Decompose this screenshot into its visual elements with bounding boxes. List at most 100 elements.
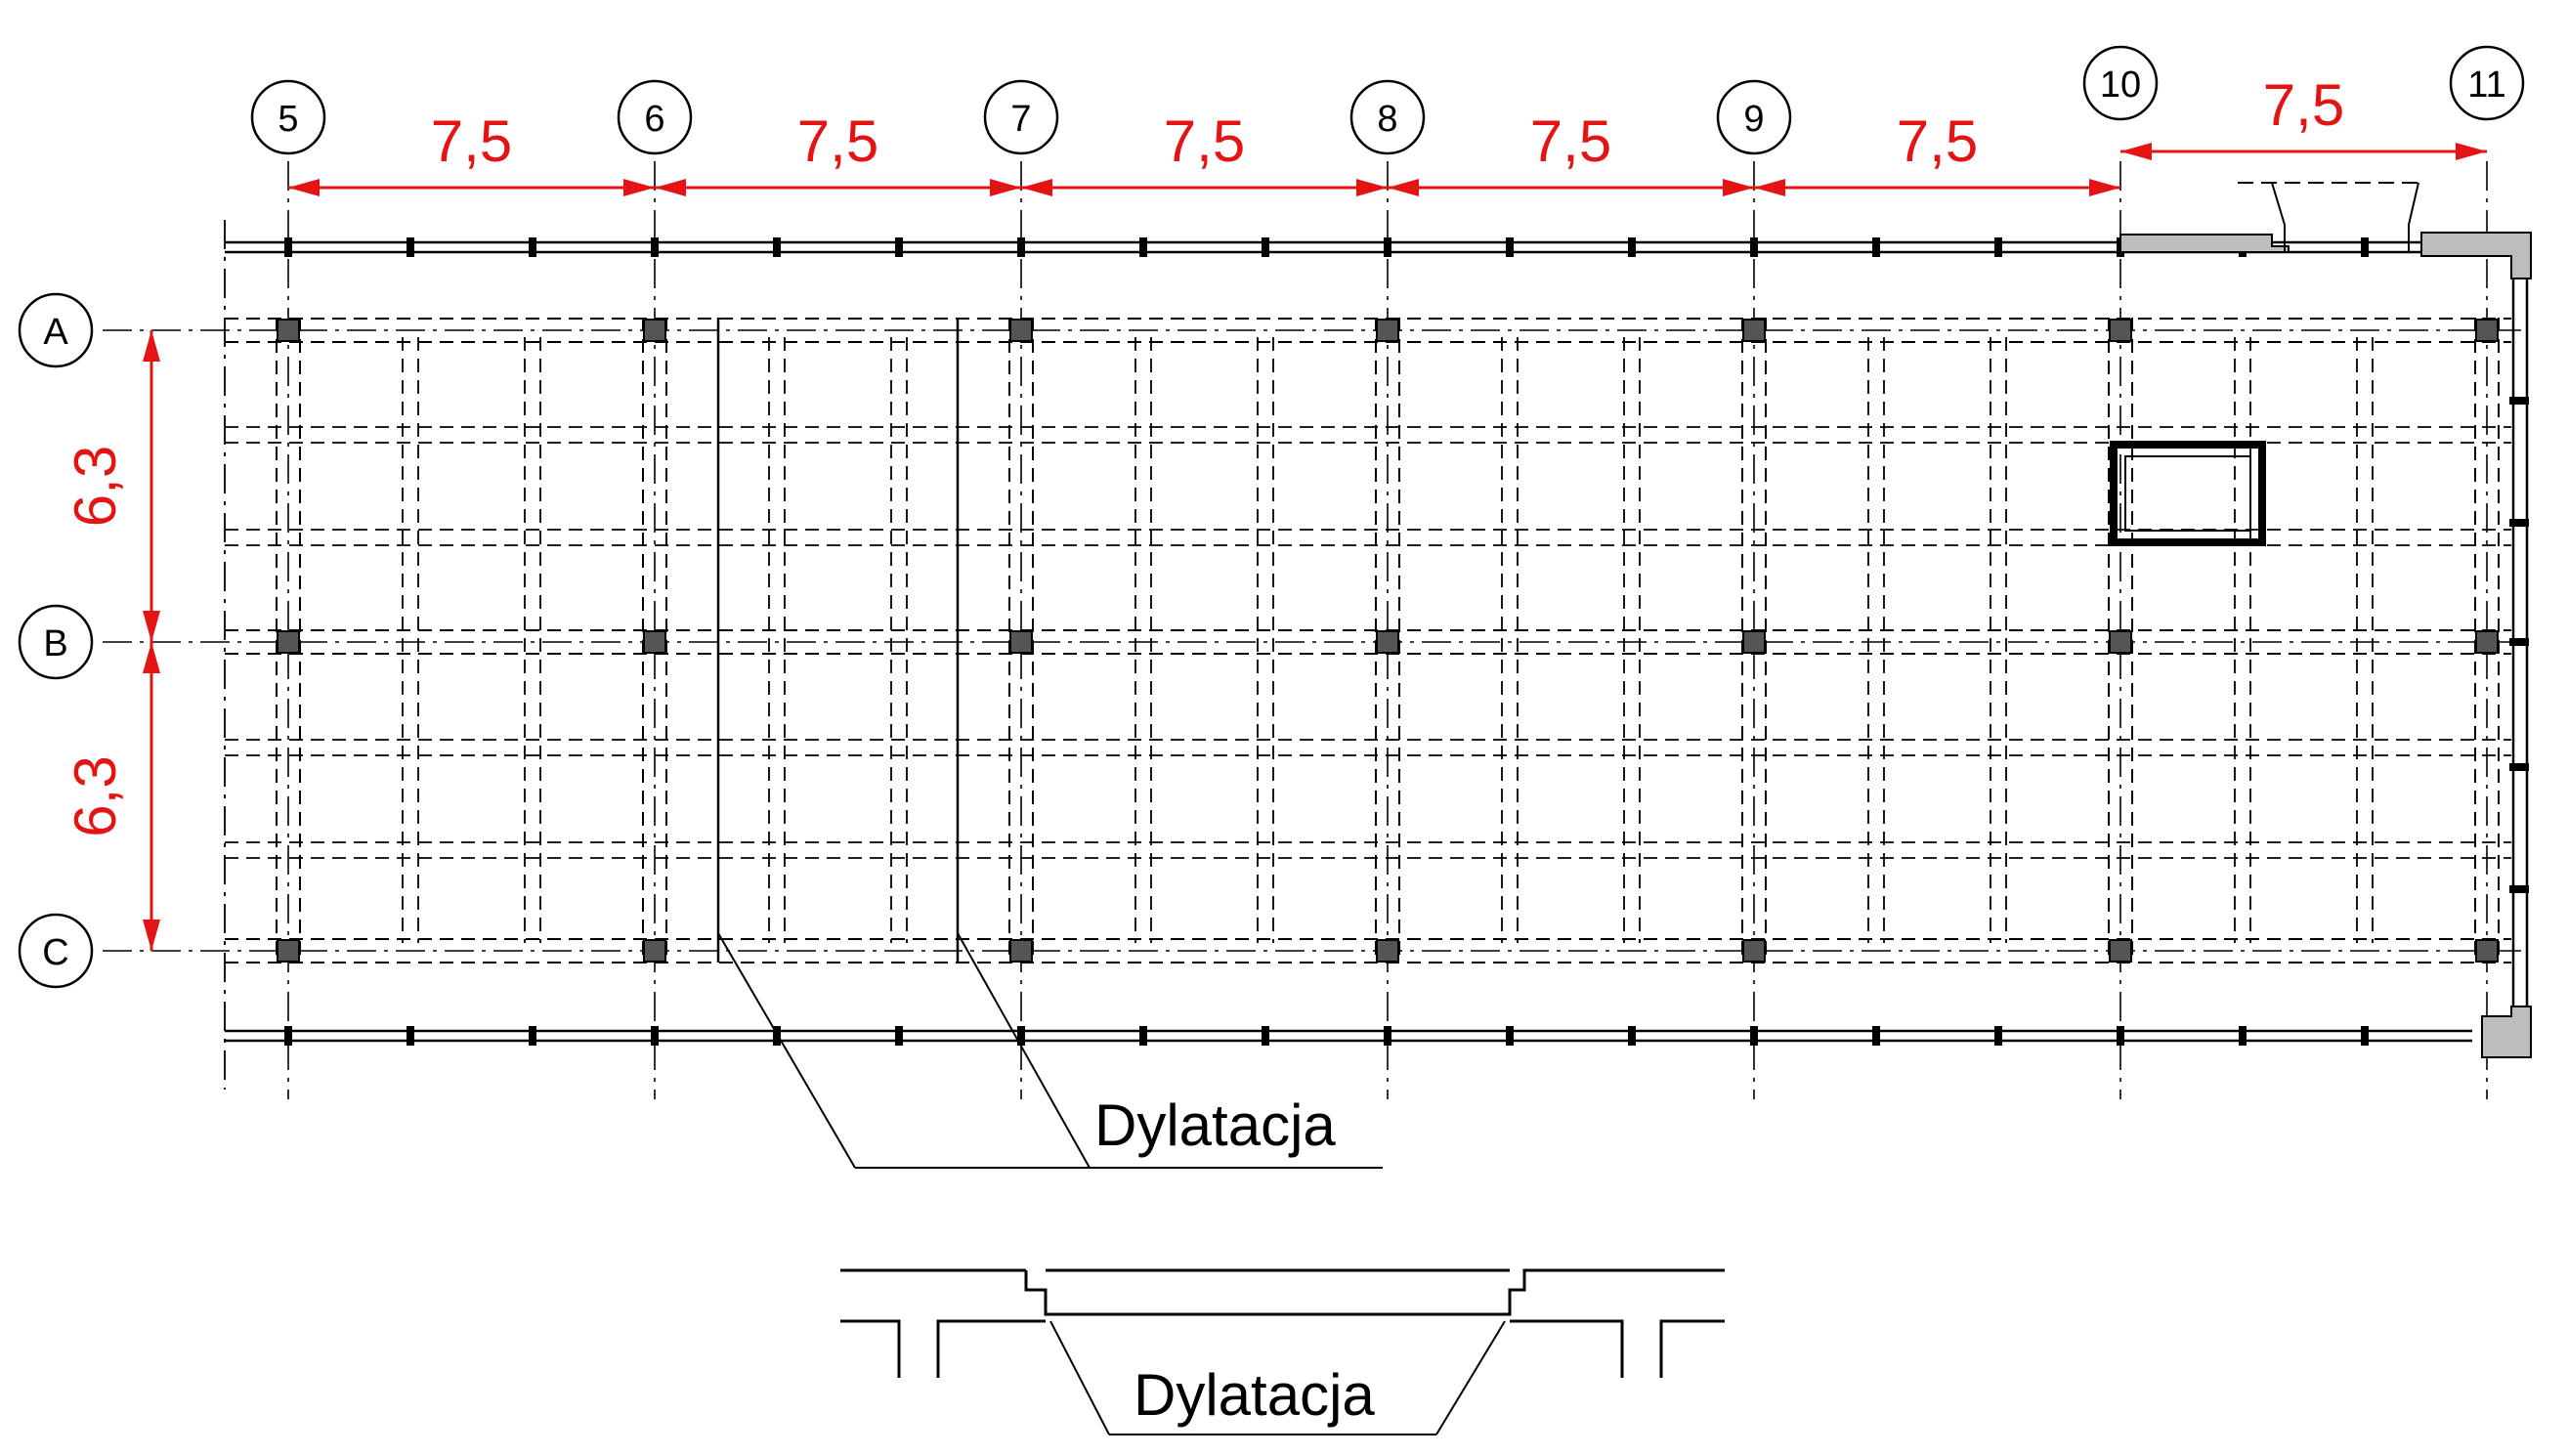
wall-pilaster — [529, 237, 536, 257]
column-7C — [1009, 939, 1033, 963]
bay-span-label: 7,5 — [1897, 108, 1978, 174]
row-span-label: 6,3 — [63, 755, 128, 836]
axis-label-col-8: 8 — [1377, 99, 1397, 140]
secondary-beams — [225, 318, 2511, 964]
column-8B — [1376, 630, 1399, 654]
wall-pilaster — [651, 237, 659, 257]
column-9B — [1742, 630, 1766, 654]
wall-pilaster — [1139, 1026, 1147, 1046]
wall-pilaster — [2361, 237, 2369, 257]
wall-pilaster — [407, 1026, 414, 1046]
building-outline — [224, 182, 2532, 1090]
dimension-arrow — [143, 920, 160, 951]
wall-pilaster — [2509, 885, 2529, 893]
dimension-arrow — [2456, 143, 2487, 160]
plan-joint-leader — [717, 932, 1383, 1169]
column-8C — [1376, 939, 1399, 963]
bay-span-label: 7,5 — [431, 108, 512, 174]
column-10C — [2109, 939, 2132, 963]
joint-detail — [840, 1268, 1725, 1435]
axis-bubble-col-11 — [2449, 45, 2525, 121]
column-9C — [1742, 939, 1766, 963]
wall-pilaster — [1139, 237, 1147, 257]
wall-pilaster — [2361, 1026, 2369, 1046]
wall-pilaster — [1750, 1026, 1758, 1046]
shaft-wall — [2110, 441, 2266, 546]
bay-span-label: 7,5 — [1530, 108, 1611, 174]
axis-label-row-A: A — [43, 312, 68, 353]
column-6B — [643, 630, 666, 654]
dimension-arrow — [655, 179, 686, 196]
wall-pilaster — [284, 237, 292, 257]
dimension-arrow — [288, 179, 320, 196]
wall-pilaster — [1262, 237, 1269, 257]
wall-pilaster — [1872, 1026, 1880, 1046]
dimension-arrow — [1723, 179, 1754, 196]
dimension-arrow — [2089, 179, 2120, 196]
corner-block — [2119, 234, 2290, 253]
wall-pilaster — [1628, 237, 1636, 257]
axis-label-col-6: 6 — [644, 99, 664, 140]
axis-bubble-row-B — [18, 604, 94, 680]
wall-pilaster — [2509, 763, 2529, 771]
axis-bubble-row-A — [18, 292, 94, 368]
column-11B — [2475, 630, 2499, 654]
dimension-arrow — [1356, 179, 1388, 196]
axis-bubble-col-5 — [250, 79, 326, 155]
column-6A — [643, 319, 666, 342]
wall-pilaster — [2509, 397, 2529, 405]
column-6C — [643, 939, 666, 963]
wall-pilaster — [773, 237, 781, 257]
dimension-arrow — [143, 642, 160, 673]
column-11A — [2475, 319, 2499, 342]
wall-pilaster — [2239, 1026, 2247, 1046]
bay-span-label: 7,5 — [797, 108, 878, 174]
bay-span-label: 7,5 — [1164, 108, 1245, 174]
axis-bubble-col-9 — [1716, 79, 1792, 155]
wall-pilaster — [1994, 237, 2002, 257]
dimension-arrow — [1021, 179, 1052, 196]
wall-pilaster — [1384, 1026, 1391, 1046]
axis-label-col-7: 7 — [1010, 99, 1031, 140]
wall-pilaster — [1262, 1026, 1269, 1046]
column-5C — [277, 939, 300, 963]
wall-pilaster — [407, 237, 414, 257]
structural-columns — [277, 319, 2499, 963]
corner-block — [2420, 232, 2532, 279]
column-10B — [2109, 630, 2132, 654]
dimension-arrow — [143, 330, 160, 362]
column-11C — [2475, 939, 2499, 963]
dimension-arrow — [143, 611, 160, 642]
dimension-arrow — [623, 179, 655, 196]
dimension-arrow — [1388, 179, 1419, 196]
bay-span-label: 7,5 — [2263, 72, 2344, 138]
wall-pilaster — [895, 237, 903, 257]
dimension-arrow — [2120, 143, 2152, 160]
opening-line — [2271, 182, 2286, 252]
axis-bubble-col-6 — [617, 79, 693, 155]
axis-label-col-9: 9 — [1743, 99, 1764, 140]
axis-bubble-col-10 — [2082, 45, 2159, 121]
wall-pilaster — [651, 1026, 659, 1046]
shaft-wall — [2124, 455, 2251, 532]
wall-pilaster — [895, 1026, 903, 1046]
wall-pilaster — [1017, 1026, 1025, 1046]
axis-bubble-col-8 — [1349, 79, 1426, 155]
wall-pilaster — [1017, 237, 1025, 257]
wall-pilaster — [2509, 638, 2529, 646]
axis-label-row-C: C — [42, 932, 68, 973]
column-8A — [1376, 319, 1399, 342]
detail-joint-label: Dylatacja — [1134, 1362, 1375, 1428]
wall-pilaster — [2117, 1026, 2124, 1046]
column-9A — [1742, 319, 1766, 342]
axis-label-col-11: 11 — [2467, 64, 2505, 106]
axis-bubble-row-C — [18, 913, 94, 989]
dimension-arrow — [1754, 179, 1785, 196]
axis-label-row-B: B — [43, 623, 67, 664]
wall-pilaster — [2509, 519, 2529, 527]
plan-joint-label: Dylatacja — [1094, 1092, 1336, 1158]
column-5A — [277, 319, 300, 342]
wall-pilaster — [1506, 237, 1514, 257]
